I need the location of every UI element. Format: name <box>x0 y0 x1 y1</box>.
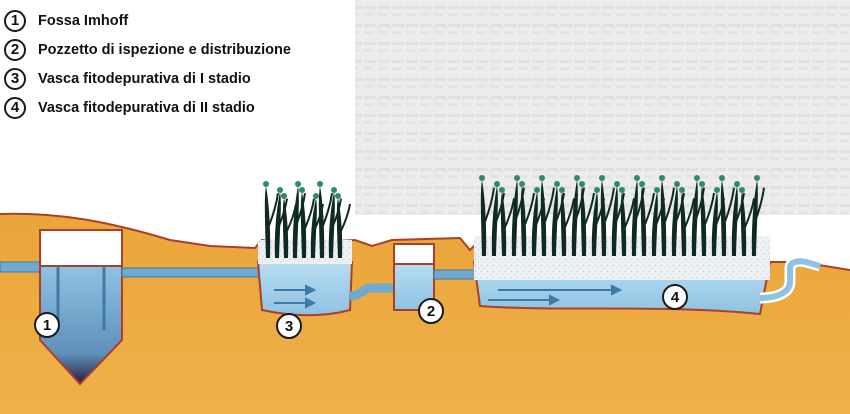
flow-arrow-icon <box>274 284 623 309</box>
reed-stem <box>731 181 745 256</box>
legend-number: 1 <box>4 9 26 32</box>
reed-stem <box>599 175 615 256</box>
reed-stem <box>691 175 705 256</box>
legend: 1 Fossa Imhoff 2 Pozzetto di ispezione e… <box>4 6 291 122</box>
reed-stem <box>671 181 685 256</box>
reed-stem <box>679 187 695 256</box>
legend-item: 3 Vasca fitodepurativa di I stadio <box>4 64 291 93</box>
marker-manhole: 2 <box>418 298 444 324</box>
legend-label: Fossa Imhoff <box>38 12 129 29</box>
reed-stem <box>739 187 755 256</box>
outlet-pipe-inner <box>759 258 821 301</box>
reed-stem <box>571 175 585 256</box>
marker-stage2: 4 <box>662 284 688 310</box>
reed-stem <box>639 181 655 256</box>
reed-stem <box>511 175 525 256</box>
reed-stem <box>699 181 715 256</box>
background-texture <box>355 0 850 215</box>
marker-stage1: 3 <box>276 313 302 339</box>
reed-stem <box>551 181 565 256</box>
reed-stem <box>719 175 735 256</box>
reed-stem <box>751 175 765 256</box>
imhoff-tank <box>39 229 123 386</box>
reed-stem <box>491 181 505 256</box>
reed-stem <box>531 187 545 256</box>
reed-plant-icon <box>263 181 351 258</box>
reed-stem <box>659 175 675 256</box>
legend-number: 2 <box>4 38 26 61</box>
reed-stem <box>631 175 645 256</box>
legend-label: Vasca fitodepurativa di II stadio <box>38 99 255 116</box>
legend-number: 3 <box>4 67 26 90</box>
reed-stem <box>335 193 351 258</box>
legend-label: Pozzetto di ispezione e distribuzione <box>38 41 291 58</box>
legend-item: 2 Pozzetto di ispezione e distribuzione <box>4 35 291 64</box>
legend-number: 4 <box>4 96 26 119</box>
legend-item: 4 Vasca fitodepurativa di II stadio <box>4 93 291 122</box>
reed-stem <box>519 181 535 256</box>
legend-label: Vasca fitodepurativa di I stadio <box>38 70 251 87</box>
reed-plant-icon <box>479 175 765 256</box>
reed-stem <box>539 175 555 256</box>
reed-stem <box>611 181 625 256</box>
reed-stem <box>579 181 595 256</box>
legend-item: 1 Fossa Imhoff <box>4 6 291 35</box>
reed-stem <box>479 175 495 256</box>
reed-stem <box>619 187 635 256</box>
pipe-stage1-to-manhole <box>349 283 404 301</box>
reed-stem <box>263 181 279 258</box>
reed-stem <box>559 187 575 256</box>
pipe-imhoff-to-stage1 <box>121 267 263 278</box>
reed-stem <box>299 187 315 258</box>
reed-stem <box>499 187 515 256</box>
reed-stem <box>317 181 333 258</box>
marker-imhoff: 1 <box>34 312 60 338</box>
